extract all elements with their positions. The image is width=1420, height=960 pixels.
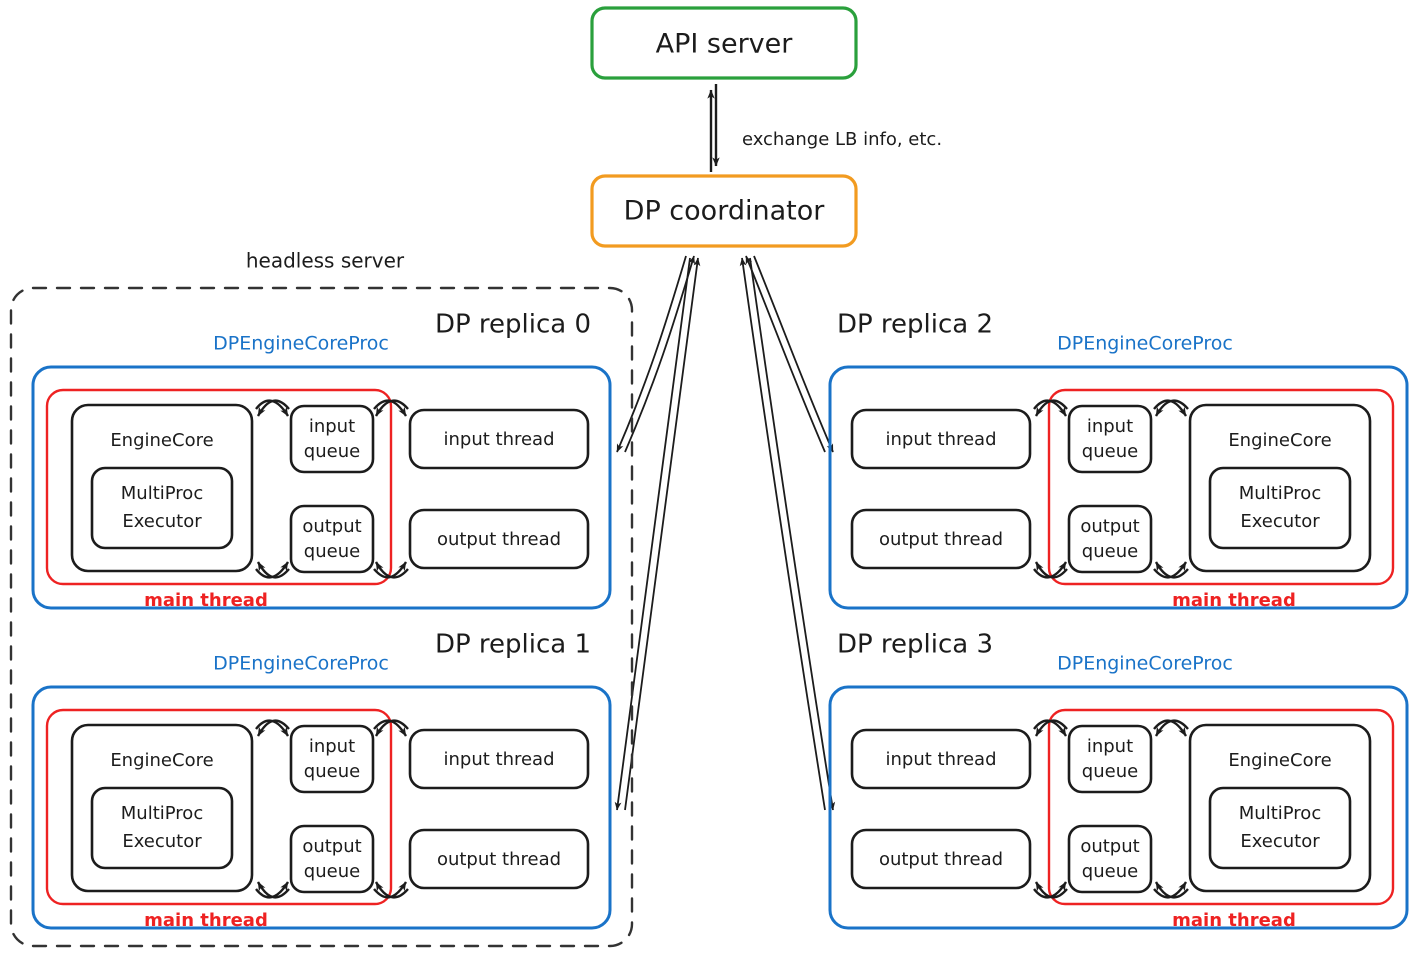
- dp-coordinator-node[interactable]: DP coordinator: [590, 174, 858, 248]
- dp-replica-0-output-queue-line2: queue: [304, 541, 360, 562]
- dp-replica-2-multiproc-executor-box[interactable]: [1208, 466, 1352, 550]
- dp-replica-0-engine-core-label: EngineCore: [110, 430, 213, 451]
- headless-server-container: headless server: [9, 249, 634, 948]
- dp-replica-2-proc-label: DPEngineCoreProc: [1057, 333, 1233, 355]
- dp-replica-3-multiproc-executor-line1: MultiProc: [1239, 803, 1321, 824]
- dp-replica-0-proc-label: DPEngineCoreProc: [213, 333, 389, 355]
- dp-replica-0-main-thread-label: main thread: [144, 590, 268, 611]
- dp-replica-0-multiproc-executor-box[interactable]: [90, 466, 234, 550]
- dp-replica-2-output-queue-box[interactable]: [1067, 504, 1153, 574]
- dp-replica-1-input-queue-line2: queue: [304, 761, 360, 782]
- dp-replica-2-input-thread-label: input thread: [885, 429, 996, 450]
- dp-replica-2-proc-box: [828, 365, 1409, 610]
- dp-replica-1-output-thread-label: output thread: [437, 849, 561, 870]
- dp-replica-3-output-queue-line2: queue: [1082, 861, 1138, 882]
- dp-replica-2-engine-core-label: EngineCore: [1228, 430, 1331, 451]
- exchange-info-label: exchange LB info, etc.: [742, 129, 942, 150]
- dp-replica-3-title: DP replica 3: [837, 630, 993, 660]
- dp-replica-3-input-thread-label: input thread: [885, 749, 996, 770]
- dp-replica-1-output-queue-line2: queue: [304, 861, 360, 882]
- dp-replica-2-title: DP replica 2: [837, 310, 993, 340]
- headless-server-box: [9, 286, 634, 948]
- dp-replica-3[interactable]: DP replica 3 DPEngineCoreProc main threa…: [828, 630, 1409, 932]
- dp-replica-3-proc-label: DPEngineCoreProc: [1057, 653, 1233, 675]
- dp-replica-3-proc-box: [828, 685, 1409, 930]
- dp-replica-0-input-thread-label: input thread: [443, 429, 554, 450]
- headless-server-label: headless server: [246, 249, 405, 273]
- dp-replica-1-multiproc-executor-line1: MultiProc: [121, 803, 203, 824]
- dp-replica-0-input-thread-box[interactable]: [408, 408, 590, 470]
- dp-replica-0-output-queue-line1: output: [302, 516, 361, 537]
- dp-replica-0-output-queue-box[interactable]: [289, 504, 375, 574]
- dp-replica-1[interactable]: DP replica 1 DPEngineCoreProc main threa…: [31, 630, 612, 932]
- dp-replica-0-connectors: [255, 399, 409, 579]
- coordinator-replica-connectors: [614, 255, 836, 811]
- dp-replica-3-input-queue-line2: queue: [1082, 761, 1138, 782]
- dp-replica-0-main-thread-box: [45, 388, 393, 586]
- dp-replica-3-output-queue-box[interactable]: [1067, 824, 1153, 894]
- dp-replica-2-output-queue-line2: queue: [1082, 541, 1138, 562]
- dp-replica-0-input-queue-line1: input: [309, 416, 355, 437]
- dp-replica-1-input-thread-label: input thread: [443, 749, 554, 770]
- dp-replica-1-multiproc-executor-line2: Executor: [122, 831, 202, 852]
- dp-replica-3-connectors: [1033, 719, 1189, 899]
- dp-replica-2-output-thread-box[interactable]: [850, 508, 1032, 570]
- dp-replica-0-title: DP replica 0: [435, 310, 591, 340]
- dp-replica-0-input-queue-box[interactable]: [289, 404, 375, 474]
- dp-replica-2-input-thread-box[interactable]: [850, 408, 1032, 470]
- dp-replica-2-multiproc-executor-line1: MultiProc: [1239, 483, 1321, 504]
- dp-replica-3-main-thread-label: main thread: [1172, 910, 1296, 931]
- dp-replica-1-multiproc-executor-box[interactable]: [90, 786, 234, 870]
- dp-replica-1-engine-core-label: EngineCore: [110, 750, 213, 771]
- dp-replica-2-output-queue-line1: output: [1080, 516, 1139, 537]
- dp-replica-0-multiproc-executor-line1: MultiProc: [121, 483, 203, 504]
- dp-replica-2-input-queue-box[interactable]: [1067, 404, 1153, 474]
- dp-replica-0-output-thread-box[interactable]: [408, 508, 590, 570]
- dp-replica-3-input-queue-line1: input: [1087, 736, 1133, 757]
- dp-replica-1-proc-label: DPEngineCoreProc: [213, 653, 389, 675]
- dp-replica-3-output-queue-line1: output: [1080, 836, 1139, 857]
- dp-coordinator-box: [590, 174, 858, 248]
- dp-replica-1-output-queue-box[interactable]: [289, 824, 375, 894]
- dp-replica-2-input-queue-line2: queue: [1082, 441, 1138, 462]
- dp-replica-2-connectors: [1033, 399, 1189, 579]
- dp-replica-1-connectors: [255, 719, 409, 899]
- dp-coordinator-label: DP coordinator: [624, 196, 826, 227]
- api-server-box: [590, 6, 858, 80]
- dp-replica-3-input-thread-box[interactable]: [850, 728, 1032, 790]
- dp-replica-0[interactable]: DP replica 0 DPEngineCoreProc main threa…: [31, 310, 612, 612]
- dp-replica-2-multiproc-executor-line2: Executor: [1240, 511, 1320, 532]
- dp-replica-0-output-thread-label: output thread: [437, 529, 561, 550]
- dp-replica-1-main-thread-box: [45, 708, 393, 906]
- dp-replica-1-title: DP replica 1: [435, 630, 591, 660]
- dp-replica-2-main-thread-box: [1047, 388, 1395, 586]
- dp-replica-1-output-queue-line1: output: [302, 836, 361, 857]
- dp-replica-1-input-queue-box[interactable]: [289, 724, 375, 794]
- dp-replica-2-output-thread-label: output thread: [879, 529, 1003, 550]
- dp-replica-2-main-thread-label: main thread: [1172, 590, 1296, 611]
- dp-replica-3-output-thread-box[interactable]: [850, 828, 1032, 890]
- dp-replica-3-main-thread-box: [1047, 708, 1395, 906]
- dp-replica-0-input-queue-line2: queue: [304, 441, 360, 462]
- dp-replica-1-input-queue-line1: input: [309, 736, 355, 757]
- dp-replica-1-proc-box: [31, 685, 612, 930]
- dp-replica-3-input-queue-box[interactable]: [1067, 724, 1153, 794]
- dp-replica-0-proc-box: [31, 365, 612, 610]
- api-server-label: API server: [656, 29, 794, 60]
- dp-replica-3-multiproc-executor-box[interactable]: [1208, 786, 1352, 870]
- dp-replica-3-multiproc-executor-line2: Executor: [1240, 831, 1320, 852]
- dp-replica-2-input-queue-line1: input: [1087, 416, 1133, 437]
- dp-replica-3-output-thread-label: output thread: [879, 849, 1003, 870]
- dp-replica-1-main-thread-label: main thread: [144, 910, 268, 931]
- dp-replica-1-input-thread-box[interactable]: [408, 728, 590, 790]
- dp-replica-2[interactable]: DP replica 2 DPEngineCoreProc main threa…: [828, 310, 1409, 612]
- dp-replica-1-output-thread-box[interactable]: [408, 828, 590, 890]
- dp-replica-3-engine-core-label: EngineCore: [1228, 750, 1331, 771]
- api-coordinator-connector: [707, 84, 720, 172]
- api-server-node[interactable]: API server: [590, 6, 858, 80]
- dp-replica-0-multiproc-executor-line2: Executor: [122, 511, 202, 532]
